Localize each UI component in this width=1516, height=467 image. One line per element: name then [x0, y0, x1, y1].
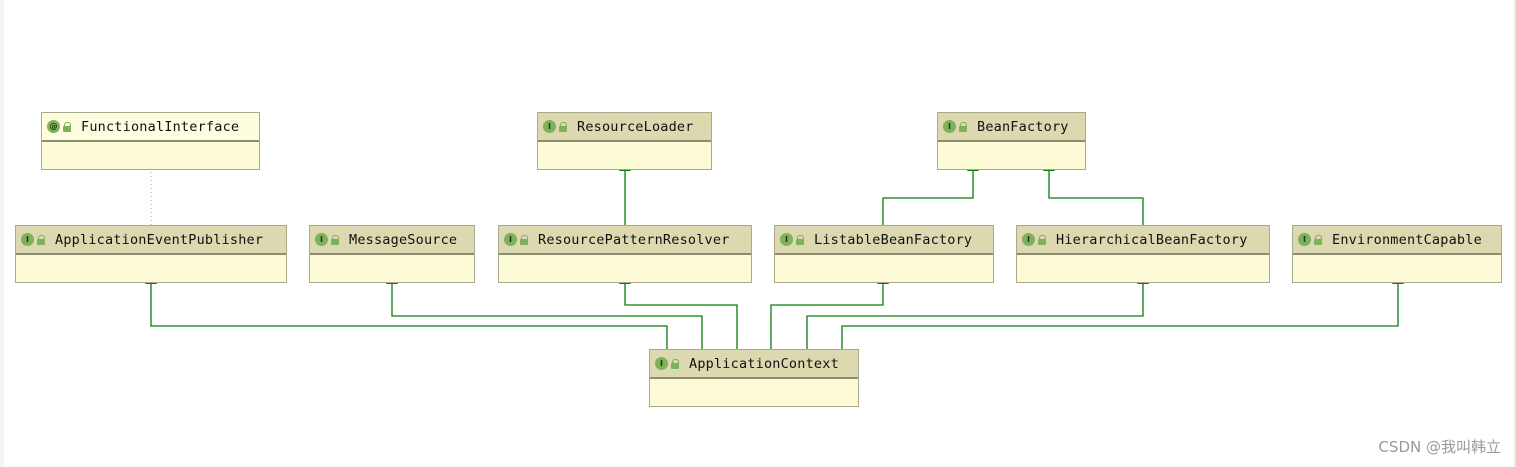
public-lock-icon — [559, 121, 567, 132]
class-node-message-source[interactable]: I MessageSource — [309, 225, 475, 283]
node-label: ResourceLoader — [577, 118, 694, 135]
class-node-application-event-publisher[interactable]: I ApplicationEventPublisher — [15, 225, 287, 283]
interface-icon: I — [780, 233, 793, 246]
node-header: I EnvironmentCapable — [1293, 226, 1501, 255]
node-header: I ResourceLoader — [538, 113, 711, 142]
annotation-icon: @ — [47, 120, 60, 133]
node-label: EnvironmentCapable — [1332, 231, 1482, 248]
public-lock-icon — [671, 358, 679, 369]
class-node-environment-capable[interactable]: I EnvironmentCapable — [1292, 225, 1502, 283]
interface-icon: I — [1022, 233, 1035, 246]
class-node-resource-pattern-resolver[interactable]: I ResourcePatternResolver — [498, 225, 752, 283]
node-header: I ApplicationContext — [650, 350, 858, 379]
edge-listable-bean-factory-to-bean-factory — [882, 160, 979, 225]
interface-icon: I — [315, 233, 328, 246]
class-node-functional-interface[interactable]: @ FunctionalInterface — [41, 112, 260, 170]
class-node-bean-factory[interactable]: I BeanFactory — [937, 112, 1086, 170]
edge-application-context-to-message-source — [386, 273, 703, 349]
edge-application-context-to-environment-capable — [841, 273, 1404, 349]
node-header: I BeanFactory — [938, 113, 1085, 142]
public-lock-icon — [796, 234, 804, 245]
node-header: I MessageSource — [310, 226, 474, 255]
public-lock-icon — [1314, 234, 1322, 245]
interface-icon: I — [943, 120, 956, 133]
node-header: I ResourcePatternResolver — [499, 226, 751, 255]
node-label: MessageSource — [349, 231, 458, 248]
edge-hierarchical-bean-factory-to-bean-factory — [1043, 160, 1144, 225]
interface-icon: I — [21, 233, 34, 246]
public-lock-icon — [959, 121, 967, 132]
node-label: ApplicationEventPublisher — [55, 231, 264, 248]
class-node-resource-loader[interactable]: I ResourceLoader — [537, 112, 712, 170]
public-lock-icon — [1038, 234, 1046, 245]
interface-icon: I — [543, 120, 556, 133]
node-label: HierarchicalBeanFactory — [1056, 231, 1248, 248]
node-label: BeanFactory — [977, 118, 1069, 135]
node-header: I ListableBeanFactory — [775, 226, 993, 255]
node-header: I ApplicationEventPublisher — [16, 226, 286, 255]
public-lock-icon — [63, 121, 71, 132]
watermark: CSDN @我叫韩立 — [1378, 438, 1501, 456]
public-lock-icon — [37, 234, 45, 245]
public-lock-icon — [331, 234, 339, 245]
left-edge-strip — [0, 0, 4, 467]
right-edge-strip — [1514, 0, 1516, 467]
interface-icon: I — [655, 357, 668, 370]
node-label: ResourcePatternResolver — [538, 231, 730, 248]
interface-icon: I — [504, 233, 517, 246]
node-header: @ FunctionalInterface — [42, 113, 259, 142]
public-lock-icon — [520, 234, 528, 245]
node-label: FunctionalInterface — [81, 118, 240, 135]
edge-application-context-to-hierarchical-bean-factory — [806, 273, 1149, 349]
node-label: ApplicationContext — [689, 355, 839, 372]
edge-application-context-to-listable-bean-factory — [770, 273, 889, 349]
class-node-listable-bean-factory[interactable]: I ListableBeanFactory — [774, 225, 994, 283]
class-node-hierarchical-bean-factory[interactable]: I HierarchicalBeanFactory — [1016, 225, 1270, 283]
edge-application-context-to-resource-pattern-resolver — [619, 273, 738, 349]
class-node-application-context[interactable]: I ApplicationContext — [649, 349, 859, 407]
interface-icon: I — [1298, 233, 1311, 246]
edge-application-context-to-application-event-publisher — [145, 273, 668, 349]
node-header: I HierarchicalBeanFactory — [1017, 226, 1269, 255]
node-label: ListableBeanFactory — [814, 231, 973, 248]
